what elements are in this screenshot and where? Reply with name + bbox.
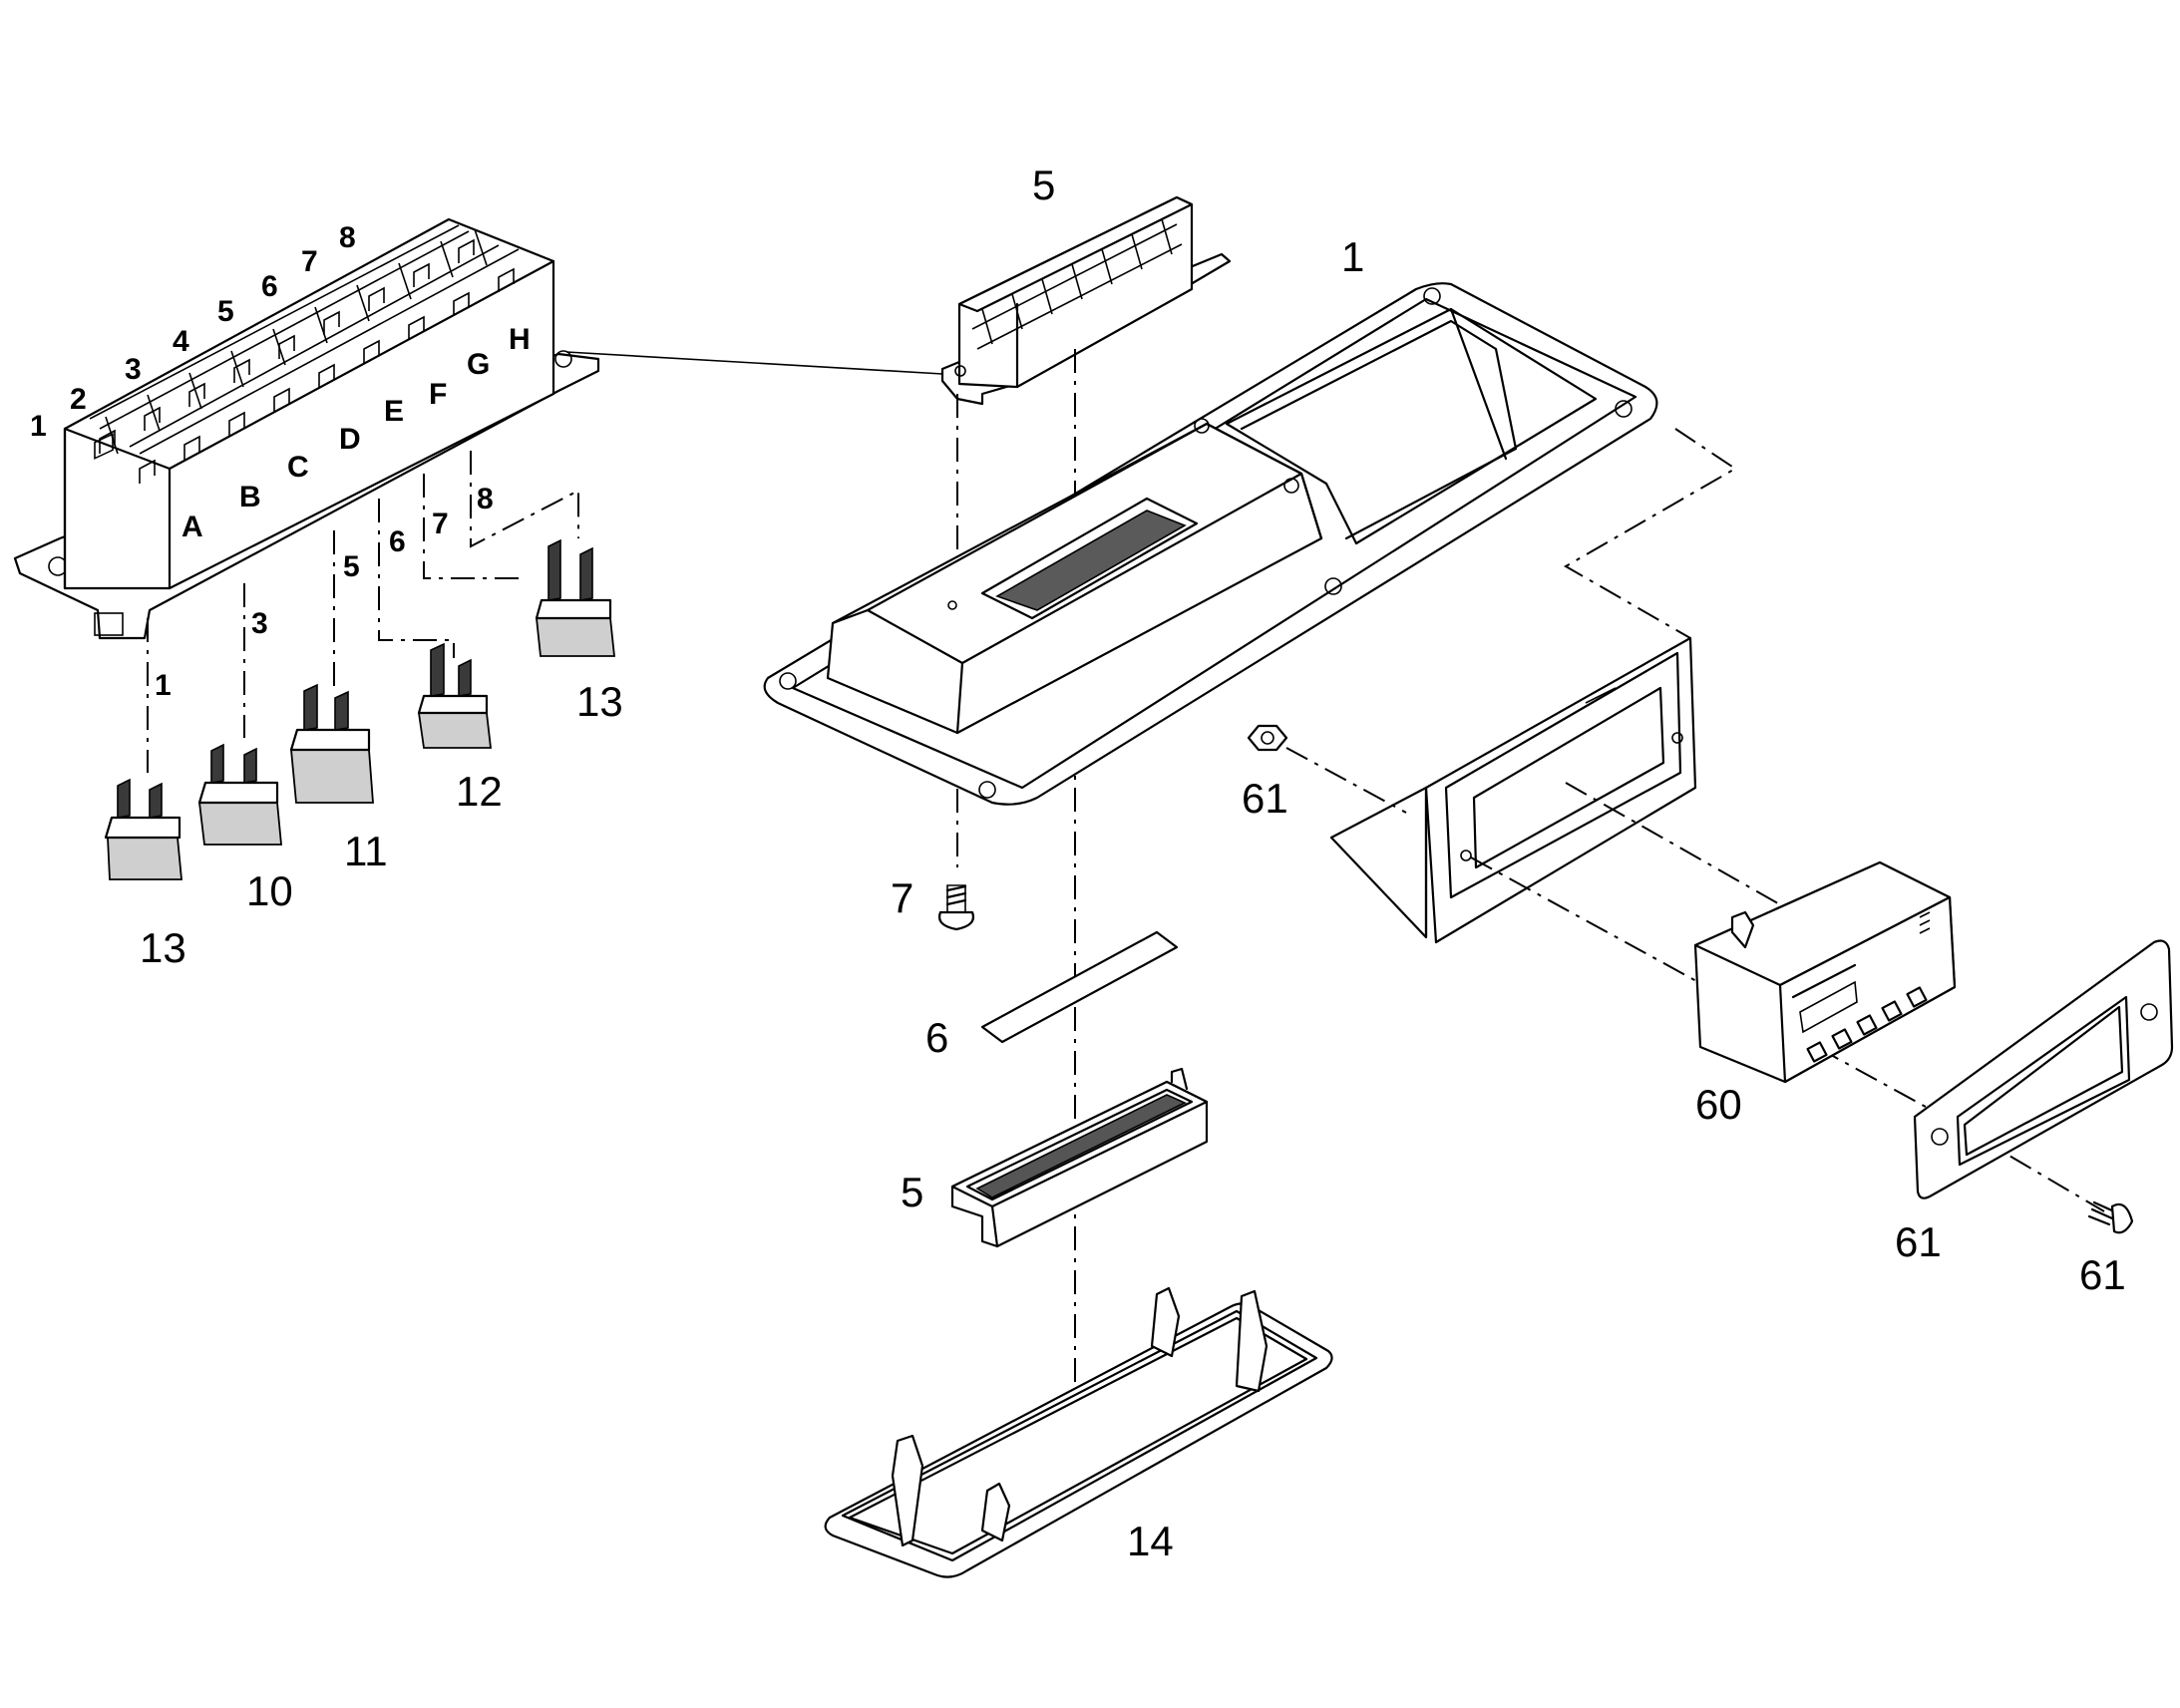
bezel <box>1913 939 2174 1199</box>
position-number: 4 <box>173 325 189 358</box>
callout-screw: 7 <box>891 874 913 921</box>
callout-top-connector: 5 <box>1032 162 1055 208</box>
mounting-bracket <box>1329 636 1697 944</box>
callout-fuse-10: 10 <box>246 867 293 914</box>
fuse-box-to-connector-leader <box>565 351 943 375</box>
position-letter: D <box>339 423 361 456</box>
fuse-13-right <box>535 538 615 657</box>
callout-bezel-screw: 61 <box>2079 1251 2126 1298</box>
leader-mark: 1 <box>155 669 172 702</box>
leader-mark: 6 <box>389 525 406 558</box>
leader-mark: 3 <box>251 607 268 640</box>
leader-mark: 8 <box>477 483 494 515</box>
fuse-13-left <box>104 778 182 880</box>
fuse-leader-lines <box>147 451 579 773</box>
fuse-position-numbers: 1 2 3 4 5 6 7 8 <box>30 221 356 443</box>
bracket-nut <box>1247 724 1288 752</box>
nut-leader <box>1285 747 1407 814</box>
top-connector <box>940 195 1232 406</box>
callout-display-module: 60 <box>1695 1081 1742 1128</box>
fuse-position-letters: A B C D E F G H <box>182 323 531 543</box>
screw <box>938 884 974 931</box>
fuse-11 <box>289 683 374 804</box>
leader-mark: 5 <box>343 550 360 583</box>
callout-connector-frame: 5 <box>901 1169 923 1215</box>
position-number: 1 <box>30 410 47 443</box>
callout-gasket: 6 <box>925 1014 948 1061</box>
position-number: 2 <box>70 383 87 416</box>
position-letter: F <box>429 378 447 411</box>
callout-base-plate: 1 <box>1341 233 1364 280</box>
position-number: 5 <box>217 295 234 328</box>
position-number: 3 <box>125 353 142 386</box>
position-letter: H <box>509 323 531 356</box>
plate-to-bracket-leader <box>1563 428 1737 639</box>
callout-bezel: 61 <box>1895 1218 1942 1265</box>
position-letter: E <box>384 395 404 428</box>
callout-fuse-12: 12 <box>456 768 503 815</box>
fuse-10 <box>197 743 282 846</box>
display-module <box>1693 860 1957 1084</box>
fuse-box <box>13 217 600 640</box>
cover <box>824 1286 1333 1578</box>
callout-bracket-nut: 61 <box>1242 775 1288 822</box>
connector-frame <box>950 1067 1209 1248</box>
callout-fuse-13-left: 13 <box>140 924 186 971</box>
callout-fuse-11: 11 <box>344 828 388 874</box>
position-number: 7 <box>301 245 318 278</box>
position-letter: C <box>287 451 309 484</box>
fuse-leader-marks: 1 3 5 6 7 8 <box>155 483 494 702</box>
leader-mark: 7 <box>432 508 449 540</box>
callout-fuse-13-right: 13 <box>576 678 623 725</box>
base-plate <box>763 282 1658 806</box>
position-number: 6 <box>261 270 278 303</box>
position-letter: G <box>467 348 490 381</box>
bezel-screw <box>2087 1200 2134 1234</box>
position-number: 8 <box>339 221 356 254</box>
fuse-12 <box>417 642 493 749</box>
position-letter: A <box>182 511 203 543</box>
callout-cover: 14 <box>1127 1518 1174 1564</box>
position-letter: B <box>239 481 261 513</box>
gasket <box>980 930 1179 1044</box>
